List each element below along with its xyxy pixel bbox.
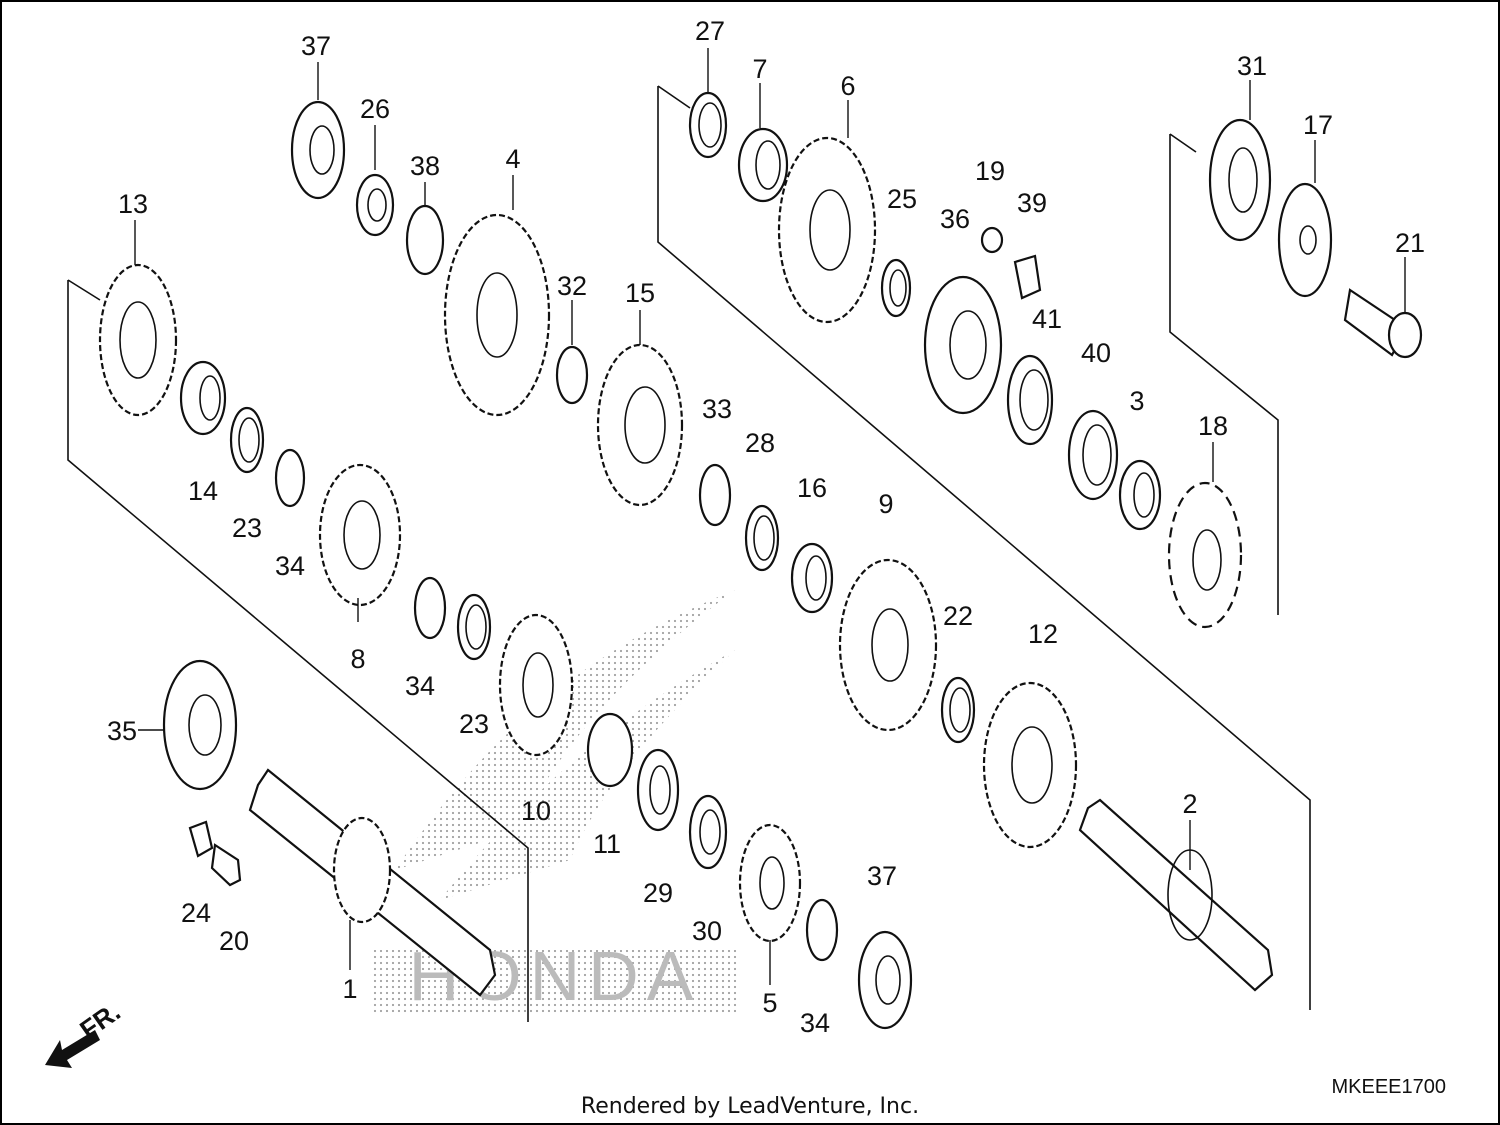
gear-9 (838, 558, 938, 732)
washer-29 (636, 748, 680, 832)
washer-28 (744, 504, 780, 572)
needle-bearing-11 (586, 712, 634, 788)
seal-41 (1006, 354, 1054, 446)
callout-c6: 6 (840, 71, 855, 101)
bolt-20 (210, 843, 242, 887)
callout-c21: 21 (1395, 228, 1425, 258)
callout-c18: 18 (1198, 411, 1228, 441)
callout-c31: 31 (1237, 51, 1267, 81)
callout-c35: 35 (107, 716, 137, 746)
circlip-32 (555, 345, 589, 405)
bearing-37-bottom (857, 930, 913, 1030)
bushing-14 (179, 360, 227, 436)
sprocket-18 (1167, 481, 1243, 629)
circlip-34-mid (413, 576, 447, 640)
bushing-7 (737, 127, 789, 203)
plate-31 (1208, 118, 1272, 242)
callout-c16: 16 (797, 473, 827, 503)
callout-c34c: 34 (800, 1008, 830, 1038)
callout-c34b: 34 (405, 671, 435, 701)
part-code: MKEEE1700 (1331, 1076, 1446, 1098)
plate-24 (188, 820, 214, 858)
callout-c4: 4 (505, 144, 520, 174)
circlip-34-top (274, 448, 306, 508)
bearing-35 (162, 659, 238, 791)
washer-30 (688, 794, 728, 870)
bearing-36 (923, 275, 1003, 415)
circlip-34-bottom (805, 898, 839, 962)
callout-c7: 7 (752, 54, 767, 84)
callout-c3: 3 (1129, 386, 1144, 416)
callout-c14: 14 (188, 476, 218, 506)
gear-13 (98, 263, 178, 417)
parts-layer (98, 91, 1423, 1030)
countershaft-2 (1078, 798, 1274, 992)
callout-c24: 24 (181, 898, 211, 928)
callout-c11: 11 (593, 829, 621, 859)
plate-39 (1013, 254, 1042, 300)
washer-26 (355, 173, 395, 237)
callout-c26: 26 (360, 94, 390, 124)
direction-label: FR. (74, 996, 126, 1045)
callout-c39: 39 (1017, 188, 1047, 218)
bushing-16 (790, 542, 834, 614)
bushing-3 (1118, 459, 1162, 531)
callout-c28: 28 (745, 428, 775, 458)
callout-c10: 10 (521, 796, 551, 826)
gear-12 (982, 681, 1078, 849)
gear-6 (777, 136, 877, 324)
washer-27 (688, 91, 728, 159)
callout-c32: 32 (557, 271, 587, 301)
ring-40 (1067, 409, 1119, 501)
callout-c17: 17 (1303, 110, 1333, 140)
callout-c20: 20 (219, 926, 249, 956)
callout-c22: 22 (943, 601, 973, 631)
callout-c23b: 23 (459, 709, 489, 739)
circlip-33 (698, 463, 732, 527)
callout-c23a: 23 (232, 513, 262, 543)
render-credit: Rendered by LeadVenture, Inc. (581, 1094, 919, 1119)
callout-c34a: 34 (275, 551, 305, 581)
callout-c40: 40 (1081, 338, 1111, 368)
callout-c25: 25 (887, 184, 917, 214)
callout-c2: 2 (1182, 789, 1197, 819)
callout-c36: 36 (940, 204, 970, 234)
washer-25 (880, 258, 912, 318)
callout-c37a: 37 (301, 31, 331, 61)
needle-bearing-38 (405, 204, 445, 276)
leader-lines (134, 48, 1406, 985)
washer-23-top (229, 406, 265, 474)
mainshaft-1 (248, 768, 497, 997)
gear-10 (498, 613, 574, 757)
washer-17 (1277, 182, 1333, 298)
callout-c19: 19 (975, 156, 1005, 186)
gear-15 (596, 343, 684, 507)
callout-c12: 12 (1028, 619, 1058, 649)
callout-c5: 5 (762, 988, 777, 1018)
callout-c33: 33 (702, 394, 732, 424)
gear-8 (318, 463, 402, 607)
callout-c38: 38 (410, 151, 440, 181)
bolt-19 (980, 226, 1004, 254)
gear-4 (443, 213, 551, 417)
group-frames (67, 85, 1311, 1022)
callout-c41: 41 (1032, 304, 1062, 334)
washer-22 (940, 676, 976, 744)
callout-c1: 1 (342, 974, 357, 1004)
callout-c9: 9 (878, 489, 893, 519)
callout-c15: 15 (625, 278, 655, 308)
washer-23-mid (456, 593, 492, 661)
gear-5 (738, 823, 802, 943)
callout-c29: 29 (643, 878, 673, 908)
bearing-37-top (290, 100, 346, 200)
callout-c13: 13 (118, 189, 148, 219)
callout-c30: 30 (692, 916, 722, 946)
callout-c8: 8 (350, 644, 365, 674)
callout-c27: 27 (695, 16, 725, 46)
bolt-21 (1343, 288, 1423, 359)
callout-c37b: 37 (867, 861, 897, 891)
front-direction-arrow: FR. (45, 996, 126, 1068)
